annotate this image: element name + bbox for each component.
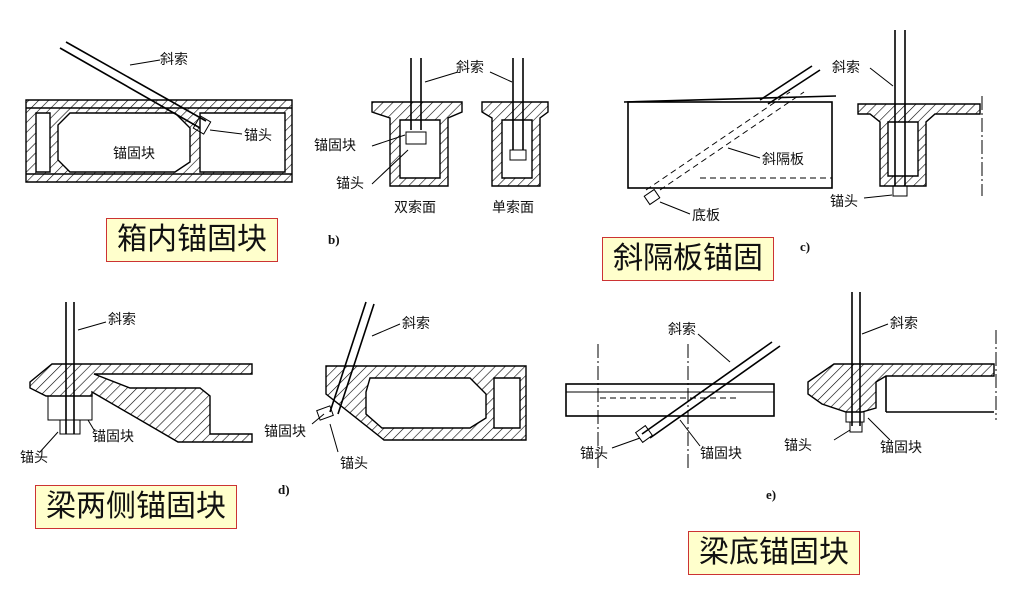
leader-b-cable-2	[489, 71, 513, 83]
leader-e2-cable	[861, 323, 889, 335]
cable-c-1	[759, 65, 813, 101]
figure-d-side-anchors: 斜索 锚固块 锚头 斜索 锚固块 锚头 d)	[20, 301, 527, 497]
figure-e-bottom-anchor: 斜索 锚头 锚固块 斜索 锚头 锚固块 e)	[565, 292, 997, 502]
box-section-d2	[325, 365, 527, 441]
section-c	[857, 103, 981, 187]
label-d2-head: 锚头	[340, 456, 368, 472]
label-c-diaphragm: 斜隔板	[762, 152, 804, 168]
label-e2-head: 锚头	[784, 438, 812, 454]
anchor-d2	[316, 405, 334, 421]
leader-d1-head	[39, 431, 59, 453]
leader-e1-block	[679, 419, 701, 447]
leader-e1-cable	[697, 333, 731, 363]
leader-c-diaphragm	[727, 147, 761, 159]
title-bottom-anchor: 梁底锚固块	[688, 531, 860, 575]
leader-e2-block	[867, 417, 891, 441]
label-b-head: 锚头	[336, 176, 364, 192]
section-single-plane	[481, 101, 549, 187]
label-c-bottom: 底板	[692, 208, 720, 224]
label-e1-block: 锚固块	[700, 446, 742, 462]
title-side-anchor: 梁两侧锚固块	[35, 485, 237, 529]
section-e2	[807, 363, 995, 413]
figure-b-cable-planes: 斜索 锚固块 锚头 双索面 单索面 b)	[314, 58, 549, 247]
leader-b-block	[371, 134, 406, 147]
leader-c-head	[863, 194, 893, 199]
cable-a-1	[59, 47, 201, 129]
deck-c	[623, 95, 837, 103]
cable-e1-2	[649, 345, 781, 439]
anchor-b1	[405, 131, 427, 145]
anchor-block-e2	[845, 411, 865, 423]
label-single-plane: 单索面	[492, 199, 534, 216]
leader-d2-cable	[371, 323, 401, 337]
section-double-plane	[371, 101, 463, 187]
label-d1-cable: 斜索	[108, 311, 136, 328]
label-double-plane: 双索面	[394, 199, 436, 216]
sub-label-e: e)	[766, 487, 776, 502]
sub-label-d: d)	[278, 482, 290, 497]
anchor-b2	[509, 149, 527, 161]
cable-d2-1	[329, 301, 367, 413]
label-d2-cable: 斜索	[402, 315, 430, 332]
label-e1-cable: 斜索	[668, 321, 696, 338]
girder-e1	[565, 383, 775, 417]
label-d1-block: 锚固块	[92, 429, 134, 445]
label-e1-head: 锚头	[580, 446, 608, 462]
leader-e1-head	[611, 437, 641, 449]
anchor-head-d1	[59, 419, 81, 435]
anchor-head-e2	[849, 421, 863, 433]
sub-label-c: c)	[800, 239, 810, 254]
leader-d1-block	[87, 419, 95, 431]
leader-b-cable-1	[424, 71, 459, 83]
sub-label-b: b)	[328, 232, 340, 247]
title-diagonal-plate-anchor: 斜隔板锚固	[602, 237, 774, 281]
anchor-head-a	[192, 115, 212, 135]
anchor-block-d1	[47, 395, 93, 421]
anchor-e1	[634, 424, 654, 444]
leader-d2-head	[329, 423, 339, 453]
leader-d1-cable	[77, 321, 107, 331]
diaphragm-line-2	[659, 91, 805, 191]
leader-b-head	[371, 149, 409, 185]
girder-side-view-c	[627, 101, 833, 189]
label-a-block: 锚固块	[113, 146, 155, 162]
label-d2-block: 锚固块	[264, 424, 306, 440]
cantilever-section-d	[29, 363, 253, 443]
label-a-cable: 斜索	[160, 51, 188, 68]
label-e2-block: 锚固块	[880, 440, 922, 456]
leader-a-head	[209, 129, 243, 135]
cable-a-2	[65, 41, 207, 122]
label-c-head: 锚头	[830, 194, 858, 210]
cable-e1-1	[641, 341, 773, 435]
label-d1-head: 锚头	[20, 450, 48, 466]
leader-c-bottom	[659, 201, 691, 215]
label-b-block: 锚固块	[314, 138, 356, 154]
figure-box-inner-anchor: 斜索 锚头 锚固块	[25, 41, 293, 183]
leader-e2-head	[833, 429, 851, 441]
diaphragm-line-1	[645, 91, 791, 191]
leader-d2-block	[311, 413, 325, 425]
leader-a-cable	[129, 59, 161, 66]
anchor-c	[643, 188, 661, 206]
figure-c-diagonal-plate: 斜隔板 底板 斜索 锚头 c)	[623, 30, 983, 254]
title-box-inner-anchor: 箱内锚固块	[106, 218, 278, 262]
label-a-head: 锚头	[244, 128, 272, 144]
label-b-cable: 斜索	[456, 59, 484, 76]
label-e2-cable: 斜索	[890, 315, 918, 332]
cable-c-2	[767, 69, 821, 105]
cable-d2-2	[337, 303, 375, 415]
label-c-cable: 斜索	[832, 59, 860, 76]
leader-c-cable	[869, 67, 894, 87]
anchor-c-sec	[892, 185, 908, 197]
